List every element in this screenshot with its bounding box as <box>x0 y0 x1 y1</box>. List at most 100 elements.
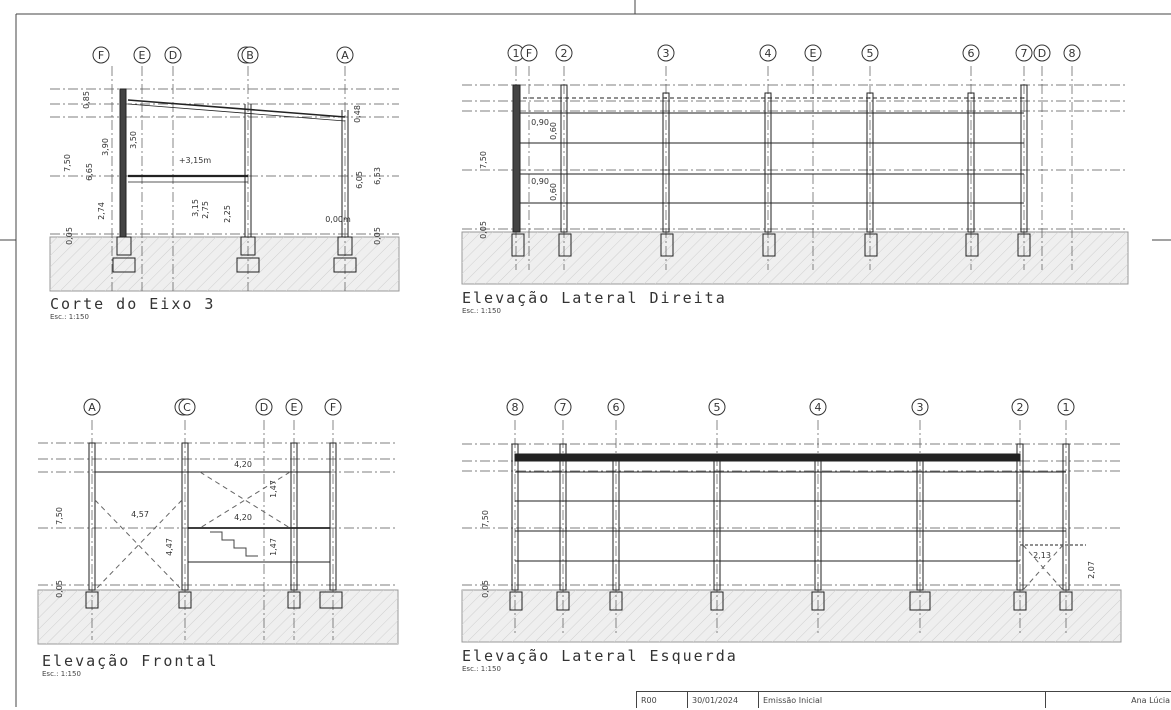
svg-text:6: 6 <box>613 401 620 414</box>
annotation-layer: FEDCBA1F234E567D8ABCDEF87654321+3,15m0,0… <box>55 44 1096 598</box>
dimension-label: 0,48 <box>353 105 362 123</box>
dimension-label: 6,05 <box>355 171 364 189</box>
view-title-elevacao-lateral-direita: Elevação Lateral Direita <box>462 289 727 307</box>
dimension-label: 2,07 <box>1087 561 1096 579</box>
svg-text:7: 7 <box>1021 47 1028 60</box>
svg-text:E: E <box>810 47 817 60</box>
axis-bubble-f: F <box>324 398 342 416</box>
dimension-label: 3,15 <box>191 199 200 217</box>
title-block-date: 30/01/2024 <box>687 692 759 708</box>
dimension-label: 4,47 <box>165 538 174 556</box>
dimension-label: 1,47 <box>269 538 278 556</box>
svg-text:8: 8 <box>512 401 519 414</box>
dimension-label: 0,90 <box>531 177 549 186</box>
level-label: +3,15m <box>179 156 212 165</box>
axis-bubble-e: E <box>285 398 303 416</box>
view-elevacao-lateral-direita <box>461 66 1129 285</box>
svg-text:4: 4 <box>815 401 822 414</box>
dimension-label: 7,50 <box>63 154 72 172</box>
svg-text:F: F <box>98 49 104 62</box>
dimension-label: 2,13 <box>1033 551 1051 560</box>
svg-text:C: C <box>183 401 191 414</box>
view-elevacao-lateral-esquerda <box>461 420 1122 643</box>
axis-bubble-3: 3 <box>911 398 929 416</box>
svg-text:E: E <box>139 49 146 62</box>
axis-bubble-b: B <box>241 46 259 64</box>
axis-bubble-e: E <box>804 44 822 62</box>
svg-text:2: 2 <box>1017 401 1024 414</box>
dimension-label: 2,75 <box>201 201 210 219</box>
dimension-label: 6,53 <box>373 167 382 185</box>
axis-bubble-3: 3 <box>657 44 675 62</box>
svg-text:D: D <box>169 49 177 62</box>
dimension-label: 3,50 <box>129 131 138 149</box>
axis-bubble-a: A <box>336 46 354 64</box>
dimension-label: 1,47 <box>269 480 278 498</box>
svg-text:6: 6 <box>968 47 975 60</box>
axis-bubble-e: E <box>133 46 151 64</box>
dimension-label: 2,74 <box>97 202 106 220</box>
axis-bubble-f: F <box>92 46 110 64</box>
dimension-label: 4,20 <box>234 460 252 469</box>
dimension-label: 6,65 <box>85 163 94 181</box>
svg-text:A: A <box>341 49 349 62</box>
dimension-label: 0,60 <box>549 183 558 201</box>
svg-text:7: 7 <box>560 401 567 414</box>
axis-bubble-8: 8 <box>506 398 524 416</box>
axis-bubble-6: 6 <box>607 398 625 416</box>
axis-bubble-7: 7 <box>1015 44 1033 62</box>
axis-bubble-f: F <box>520 44 538 62</box>
level-label: 0,00m <box>325 215 351 224</box>
svg-text:D: D <box>1038 47 1046 60</box>
dimension-label: 0,85 <box>82 91 91 109</box>
title-block: R00 30/01/2024 Emissão Inicial Ana Lúcia <box>636 691 1171 708</box>
axis-bubble-d: D <box>164 46 182 64</box>
svg-text:3: 3 <box>917 401 924 414</box>
dimension-label: 0,05 <box>481 580 490 598</box>
axis-bubble-2: 2 <box>1011 398 1029 416</box>
dimension-label: 7,50 <box>479 151 488 169</box>
dimension-label: 3,90 <box>101 138 110 156</box>
svg-text:5: 5 <box>714 401 721 414</box>
dimension-label: 4,20 <box>234 513 252 522</box>
axis-bubble-c: C <box>178 398 196 416</box>
svg-text:F: F <box>330 401 336 414</box>
axis-bubble-4: 4 <box>759 44 777 62</box>
axis-bubble-d: D <box>255 398 273 416</box>
title-block-revision: R00 <box>636 692 688 708</box>
dimension-label: 2,25 <box>223 205 232 223</box>
dimension-label: 0,05 <box>55 580 64 598</box>
dimension-label: 0,90 <box>531 118 549 127</box>
axis-bubble-6: 6 <box>962 44 980 62</box>
view-scale-elevacao-frontal: Esc.: 1:150 <box>42 670 81 678</box>
svg-text:1: 1 <box>1063 401 1070 414</box>
svg-text:3: 3 <box>663 47 670 60</box>
view-elevacao-frontal <box>37 420 399 645</box>
svg-text:F: F <box>526 47 532 60</box>
dimension-label: 0,05 <box>479 221 488 239</box>
view-title-elevacao-lateral-esquerda: Elevação Lateral Esquerda <box>462 647 738 665</box>
view-scale-elevacao-lateral-esquerda: Esc.: 1:150 <box>462 665 501 673</box>
axis-bubble-d: D <box>1033 44 1051 62</box>
dimension-label: 7,50 <box>481 510 490 528</box>
svg-text:2: 2 <box>561 47 568 60</box>
dimension-label: 0,05 <box>373 227 382 245</box>
axis-bubble-1: 1 <box>1057 398 1075 416</box>
axis-bubble-2: 2 <box>555 44 573 62</box>
axis-bubble-5: 5 <box>708 398 726 416</box>
svg-text:A: A <box>88 401 96 414</box>
svg-text:E: E <box>291 401 298 414</box>
svg-text:8: 8 <box>1069 47 1076 60</box>
dimension-label: 4,57 <box>131 510 149 519</box>
view-corte-eixo-3 <box>49 66 400 292</box>
dimension-label: 0,05 <box>65 227 74 245</box>
svg-text:1: 1 <box>513 47 520 60</box>
axis-bubble-8: 8 <box>1063 44 1081 62</box>
title-block-author: Ana Lúcia <box>1045 692 1171 708</box>
svg-text:B: B <box>246 49 254 62</box>
svg-text:4: 4 <box>765 47 772 60</box>
view-title-corte-eixo-3: Corte do Eixo 3 <box>50 295 216 313</box>
axis-bubble-a: A <box>83 398 101 416</box>
